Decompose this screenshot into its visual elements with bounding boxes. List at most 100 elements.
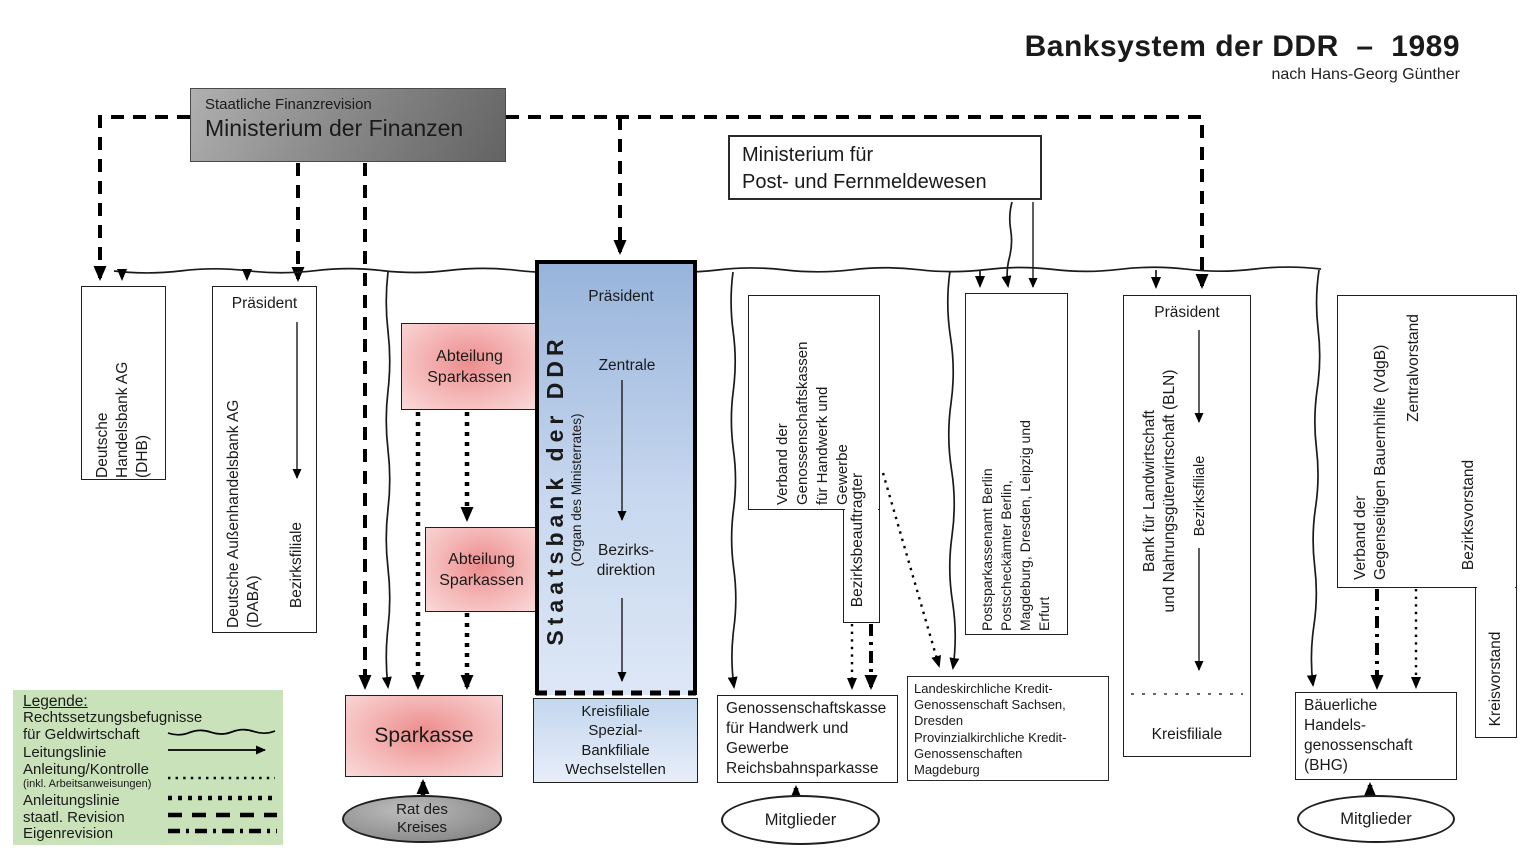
- wavy-postmin-postsparkassenamt: [1001, 201, 1013, 288]
- daba-praesident-label: Präsident: [231, 295, 298, 312]
- thick-dotted-line-icon: [168, 795, 275, 801]
- mitglieder2-label: Mitglieder: [1340, 809, 1412, 828]
- legend: Legende: Rechtssetzungsbefugnisse für Ge…: [13, 690, 283, 845]
- postspk-line3: Magdeburg, Dresden, Leipzig und: [1017, 420, 1033, 631]
- bhg-line2: Handels-: [1304, 717, 1367, 734]
- node-bezirksbeauftragter-extension: [843, 510, 880, 623]
- kirchlich-line4: Provinzialkirchliche Kredit-: [914, 729, 1067, 745]
- bezirksbeauftragter-vertical: Bezirksbeauftragter: [848, 460, 868, 620]
- node-vdgb: [1337, 295, 1517, 588]
- legend-label-eigenrevision: Eigenrevision: [23, 825, 114, 842]
- verband1-line2: Genossenschaftskassen: [794, 341, 811, 505]
- node-bhg: Bäuerliche Handels- genossenschaft (BHG): [1295, 692, 1457, 780]
- node-sparkasse: Sparkasse: [345, 695, 503, 777]
- genkasse-line1: Genossenschaftskasse: [726, 700, 887, 717]
- bhg-line4: (BHG): [1304, 757, 1348, 774]
- staatsbank-bezirk-line1: Bezirks-: [598, 542, 654, 559]
- dash-dot-line-icon: [168, 828, 277, 834]
- staatsbank-zentrale-label: Zentrale: [598, 357, 656, 374]
- abt1-line2: Sparkassen: [427, 368, 512, 386]
- vdgb-name-line2: Gegenseitigen Bauernhilfe (VdgB): [1372, 344, 1389, 580]
- zentralvorstand-label: Zentralvorstand: [1405, 314, 1422, 422]
- node-bank-landwirtschaft: Präsident Kreisfiliale: [1123, 295, 1251, 757]
- node-kirchliche-genossenschaften: Landeskirchliche Kredit- Genossenschaft …: [907, 676, 1109, 781]
- daba-name-line2: (DABA): [245, 575, 262, 628]
- bhg-line1: Bäuerliche: [1304, 697, 1378, 714]
- fine-dotted-line-icon: [168, 776, 275, 780]
- connector-finanz-dhb-revision: [93, 115, 190, 281]
- vdgb-zentralvorstand-vertical: Zentralvorstand: [1405, 298, 1423, 438]
- legend-label-rechtssetzung: Rechtssetzungsbefugnisse: [23, 709, 203, 726]
- node-verband-genossenschaftskassen: [748, 295, 880, 510]
- node-postsparkassenamt: [965, 293, 1068, 635]
- node-ministerium-post: Ministerium für Post- und Fernmeldewesen: [728, 135, 1042, 200]
- daba-name-line1: Deutsche Außenhandelsbank AG: [225, 399, 242, 628]
- kirchlich-line2: Genossenschaft Sachsen,: [914, 697, 1066, 713]
- wavy-drop-bhg: [1306, 269, 1321, 687]
- finanz-label-name: Ministerium der Finanzen: [205, 115, 464, 141]
- sb-unten-line2: Spezial-: [588, 722, 643, 739]
- legend-label-leitungslinie: Leitungslinie: [23, 744, 107, 761]
- node-abteilung-sparkassen-2: Abteilung Sparkassen: [425, 527, 540, 612]
- daba-branch-label: Bezirksfiliale: [288, 521, 305, 609]
- genkasse-line2: für Handwerk und: [726, 720, 849, 737]
- connector-beauftragter-kirchliche-kontrolle: [881, 472, 942, 668]
- finanz-label-revision: Staatliche Finanzrevision: [205, 96, 372, 113]
- dhb-line1: Deutsche: [94, 412, 111, 478]
- kirchlich-line3: Dresden: [914, 713, 964, 729]
- postspk-line2: Postscheckämter Berlin,: [998, 480, 1014, 631]
- postmin-line1: Ministerium für: [742, 144, 874, 166]
- mitglieder1-label: Mitglieder: [764, 810, 837, 829]
- dashed-line-icon: [168, 812, 277, 818]
- sparkasse-label: Sparkasse: [374, 724, 474, 747]
- ratdk-line1: Rat des: [396, 801, 448, 818]
- legend-label-kontrolle: Anleitung/Kontrolle: [23, 761, 149, 778]
- node-vdgb-kreisvorstand-column: [1475, 588, 1517, 738]
- staatsbank-praesident-label: Präsident: [588, 288, 654, 305]
- vdgb-name-vertical: Verband der Gegenseitigen Bauernhilfe (V…: [1350, 300, 1392, 580]
- bhg-line3: genossenschaft: [1304, 737, 1413, 754]
- dhb-line2: Handelsbank AG: [114, 361, 131, 478]
- bln-name-vertical: Bank für Landwirtschaft und Nahrungsgüte…: [1139, 321, 1181, 661]
- node-staatsbank-kreisfiliale: Kreisfiliale Spezial- Bankfiliale Wechse…: [533, 698, 698, 783]
- bln-name-line2: und Nahrungsgüterwirtschaft (BLN): [1161, 369, 1178, 613]
- postsparkassenamt-vertical: Postsparkassenamt Berlin Postscheckämter…: [978, 295, 1054, 631]
- node-rat-des-kreises: Rat des Kreises: [342, 795, 502, 843]
- solid-arrow-icon: [168, 745, 266, 755]
- node-abteilung-sparkassen-1: Abteilung Sparkassen: [401, 323, 540, 410]
- verband1-line1: Verband der: [774, 423, 791, 505]
- vdgb-name-line1: Verband der: [1352, 495, 1369, 580]
- postmin-line2: Post- und Fernmeldewesen: [742, 171, 987, 193]
- daba-bezirksfiliale-vertical: Bezirksfiliale: [287, 505, 307, 625]
- legend-heading: Legende:: [23, 693, 88, 710]
- staatsbank-organ: (Organ des Ministerrates): [569, 413, 584, 567]
- node-mitglieder-2: Mitglieder: [1297, 795, 1455, 843]
- ratdk-line2: Kreises: [396, 819, 448, 836]
- staatsbank-bezirksdirektion-label: Bezirks- direktion: [566, 541, 686, 581]
- bln-bezirksfiliale-vertical: Bezirksfiliale: [1191, 421, 1209, 571]
- wavy-drop-sparkasse: [381, 271, 392, 689]
- daba-name-vertical: Deutsche Außenhandelsbank AG (DABA): [223, 328, 265, 628]
- staatsbank-name-vertical: Staatsbank der DDR (Organ des Ministerra…: [540, 280, 588, 700]
- legend-label-kontrolle2: (inkl. Arbeitsanweisungen): [23, 778, 152, 790]
- genkasse-line3: Gewerbe: [726, 740, 789, 757]
- verband1-name-vertical: Verband der Genossenschaftskassen für Ha…: [773, 295, 853, 505]
- dhb-line3: (DHB): [134, 434, 151, 478]
- kirchlich-line5: Genossenschaften: [914, 745, 1023, 761]
- bln-name-line1: Bank für Landwirtschaft: [1141, 410, 1158, 572]
- bln-kreisfiliale-label: Kreisfiliale: [1151, 726, 1223, 743]
- node-deutsche-aussenhandelsbank: Präsident: [212, 286, 317, 633]
- legend-label-staatl-revision: staatl. Revision: [23, 809, 125, 826]
- wavy-horizontal-main: [113, 266, 1322, 274]
- legend-label-rechtssetzung2: für Geldwirtschaft: [23, 726, 140, 743]
- sb-unten-line1: Kreisfiliale: [581, 702, 650, 720]
- node-mitglieder-1: Mitglieder: [721, 795, 880, 845]
- member-arrows: [416, 779, 1377, 800]
- genkasse-line4: Reichsbahnsparkasse: [726, 760, 879, 777]
- postspk-line4: Erfurt: [1036, 596, 1052, 631]
- legend-label-anleitungslinie: Anleitungslinie: [23, 792, 120, 809]
- postspk-line1: Postsparkassenamt Berlin: [979, 468, 995, 631]
- node-deutsche-handelsbank: [81, 286, 166, 480]
- kirchlich-line6: Magdeburg: [914, 762, 980, 778]
